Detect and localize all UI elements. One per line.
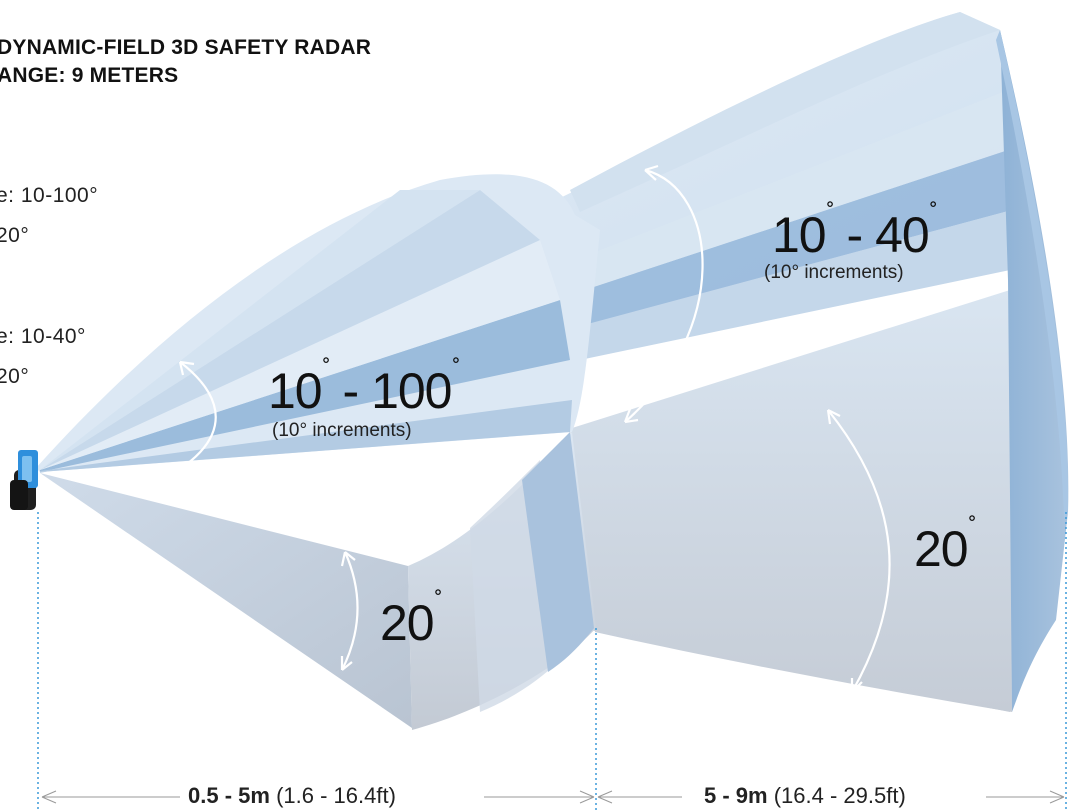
far-horizontal-angle-arrow (624, 168, 704, 423)
near-spec-step: 20° (0, 224, 30, 247)
near-angle-start: 10 (268, 363, 323, 419)
near-zone-bottom-surface (40, 473, 412, 728)
near-increment-label: (10° increments) (272, 420, 412, 441)
near-range-metric: 0.5 - 5m (188, 783, 270, 808)
radar-sensor-icon (10, 450, 38, 510)
page-subtitle: ANGE: 9 METERS (0, 64, 179, 87)
far-vertical-angle-label: 20˚ (914, 514, 977, 578)
range-guide-lines (37, 512, 1067, 812)
near-range-imperial: (1.6 - 16.4ft) (276, 783, 396, 808)
dash: - (833, 207, 876, 263)
degree-mark: ˚ (826, 200, 835, 227)
near-vertical-angle-label: 20˚ (380, 588, 443, 652)
near-angle-end: 100 (371, 363, 452, 419)
near-horizontal-angle-arrow (134, 361, 217, 494)
near-range-label: 0.5 - 5m (1.6 - 16.4ft) (188, 783, 396, 809)
page-title: DYNAMIC-FIELD 3D SAFETY RADAR (0, 36, 372, 59)
near-horizontal-arrowhead-top (178, 360, 195, 376)
near-horizontal-arrowhead-bottom (134, 481, 150, 496)
near-vertical-value: 20 (380, 595, 435, 651)
degree-mark: ˚ (322, 356, 331, 383)
far-vertical-angle-arrow (827, 409, 891, 693)
degree-mark: ˚ (968, 514, 977, 541)
near-range-arrowhead-right (579, 790, 595, 804)
angle-arrows (134, 164, 891, 693)
near-zone-field (36, 174, 600, 730)
range-dimension-lines (41, 790, 1065, 804)
degree-mark: ˚ (452, 356, 461, 383)
far-spec-range: e: 10-40° (0, 325, 86, 348)
far-vertical-value: 20 (914, 521, 969, 577)
near-zone-beam-mid (40, 190, 540, 470)
near-zone-side-band-2 (522, 432, 594, 672)
near-vertical-arrowhead-top (340, 551, 356, 567)
near-range-arrowhead-left (41, 790, 57, 804)
far-range-imperial: (16.4 - 29.5ft) (773, 783, 906, 808)
far-range-label: 5 - 9m (16.4 - 29.5ft) (704, 783, 906, 809)
far-vertical-arrowhead-bottom (850, 678, 863, 693)
near-zone-beam-upper (40, 190, 480, 470)
far-zone-front-face (570, 292, 1012, 712)
near-zone-beam-dark (40, 300, 570, 472)
far-vertical-arrowhead-top (826, 409, 841, 425)
near-zone-lower-beam (40, 400, 572, 472)
far-spec-step: 20° (0, 365, 30, 388)
far-range-arrowhead-left (597, 790, 613, 804)
near-vertical-angle-arrow (341, 551, 359, 671)
near-zone-beam-light (40, 240, 560, 470)
far-horizontal-arrowhead-bottom (623, 408, 639, 424)
far-angle-start: 10 (772, 207, 827, 263)
degree-mark: ˚ (434, 588, 443, 615)
far-zone-right-edge (1000, 30, 1069, 712)
near-horizontal-angle-label: 10˚ - 100˚ (268, 356, 461, 420)
near-vertical-arrowhead-bottom (340, 656, 353, 671)
far-zone-top-rim (570, 12, 1000, 212)
far-range-metric: 5 - 9m (704, 783, 768, 808)
near-spec-range: e: 10-100° (0, 184, 99, 207)
far-horizontal-arrowhead-top (644, 164, 659, 181)
dash: - (329, 363, 372, 419)
degree-mark: ˚ (929, 200, 938, 227)
far-range-arrowhead-right (1049, 790, 1065, 804)
far-horizontal-angle-label: 10˚ - 40˚ (772, 200, 938, 264)
far-increment-label: (10° increments) (764, 262, 904, 283)
far-angle-end: 40 (875, 207, 930, 263)
